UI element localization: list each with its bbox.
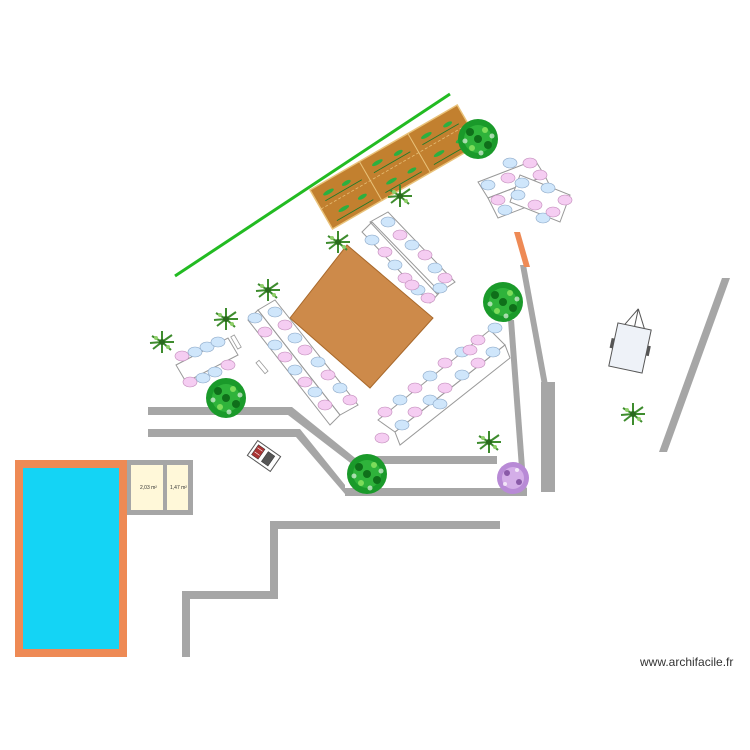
grill-icon <box>246 439 282 473</box>
tree-icon <box>483 282 523 322</box>
tree-icon <box>347 454 387 494</box>
swimming-pool <box>15 460 127 657</box>
table-group-right <box>374 322 511 446</box>
shrub-icon <box>255 278 281 302</box>
table-group-left <box>247 299 359 426</box>
table-group-far-left <box>174 334 269 388</box>
room-label-2: 1,47 m² <box>170 485 187 491</box>
tree-icon <box>206 378 246 418</box>
hedge-line <box>174 92 451 278</box>
shrub-icon <box>149 330 175 354</box>
shrub-icon <box>476 430 502 454</box>
vegetable-garden <box>308 103 481 230</box>
central-platform <box>289 244 434 389</box>
storage-rooms: 2,03 m² 1,47 m² <box>131 465 188 510</box>
shrub-icon <box>325 230 351 254</box>
walls <box>126 265 730 657</box>
room-label-1: 2,03 m² <box>140 485 157 491</box>
table-group-top-right <box>477 157 573 224</box>
tree-icon <box>458 119 498 159</box>
shrub-icon <box>620 402 646 426</box>
trailer-icon <box>608 308 652 374</box>
shrub-icon <box>213 307 239 331</box>
table-group-top-middle <box>361 211 456 304</box>
watermark-text: www.archifacile.fr <box>640 655 734 669</box>
orange-post <box>514 232 530 267</box>
flower-shrub-icon <box>497 462 529 494</box>
